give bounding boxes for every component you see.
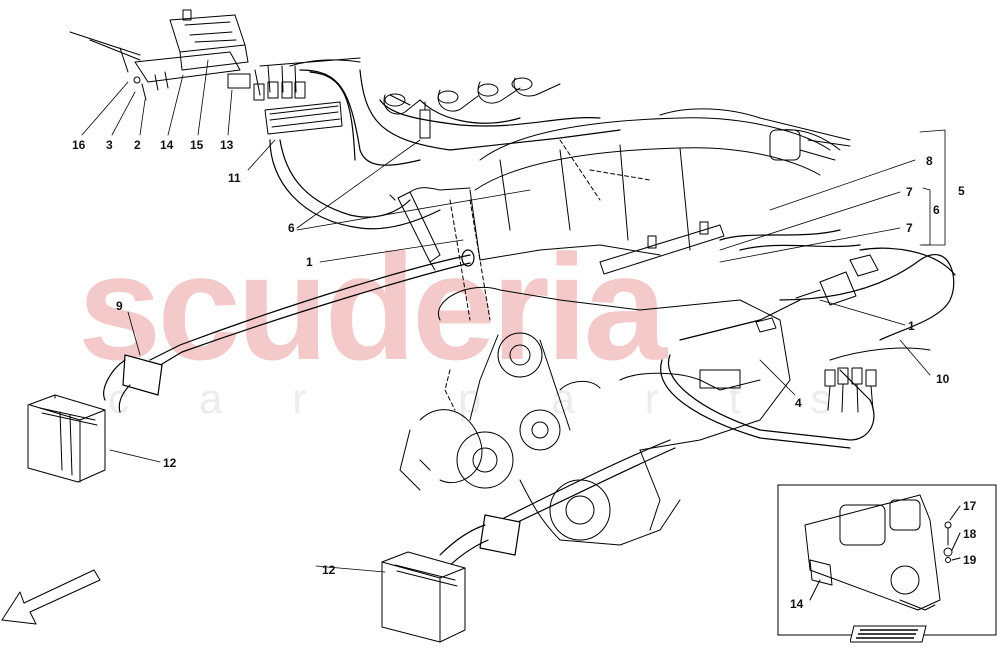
callout-8: 8 xyxy=(926,154,933,168)
injector-connector-cluster-right xyxy=(755,254,931,413)
callout-10: 10 xyxy=(936,372,950,386)
top-injectors xyxy=(383,77,561,139)
watermark-subtext: car parts xyxy=(108,375,902,422)
callout-7-lower: 7 xyxy=(906,221,913,235)
callout-16: 16 xyxy=(72,138,86,152)
harness-bottom xyxy=(439,439,676,571)
callout-leader-lines xyxy=(81,59,946,573)
callout-14-inset: 14 xyxy=(790,597,804,611)
engine-block xyxy=(399,286,791,546)
watermark-text: scuderia xyxy=(78,223,667,391)
callout-7-upper: 7 xyxy=(906,185,913,199)
callout-14-top: 14 xyxy=(160,138,174,152)
callout-15: 15 xyxy=(190,138,204,152)
ecu-bracket-top xyxy=(69,9,249,101)
ignition-coil-left xyxy=(389,187,471,271)
callout-19: 19 xyxy=(963,553,977,567)
ecu-box-bottom xyxy=(381,551,466,643)
harness-top xyxy=(269,69,621,230)
callout-17: 17 xyxy=(963,499,977,513)
callout-6-left: 6 xyxy=(288,221,295,235)
16m-scuderia-spider-logo xyxy=(850,625,927,643)
fuel-rail xyxy=(599,221,725,275)
callout-18: 18 xyxy=(963,527,977,541)
ecu-box-left xyxy=(27,394,106,483)
front-direction-arrow-icon xyxy=(1,569,101,625)
callout-12-left: 12 xyxy=(163,456,177,470)
callout-2: 2 xyxy=(134,138,141,152)
callout-6-right: 6 xyxy=(933,203,940,217)
callout-13: 13 xyxy=(220,138,234,152)
callout-12-bottom: 12 xyxy=(322,563,336,577)
callout-11: 11 xyxy=(228,171,241,185)
callout-3: 3 xyxy=(106,138,113,152)
harness-right xyxy=(660,229,956,449)
callout-5: 5 xyxy=(958,184,965,198)
callout-1-right: 1 xyxy=(908,319,915,333)
callout-9: 9 xyxy=(116,299,123,313)
intake-manifold xyxy=(449,108,851,321)
harness-left xyxy=(103,249,475,413)
injector-connector-cluster-top xyxy=(227,57,361,135)
callout-4: 4 xyxy=(795,396,802,410)
callout-1-left: 1 xyxy=(306,255,313,269)
